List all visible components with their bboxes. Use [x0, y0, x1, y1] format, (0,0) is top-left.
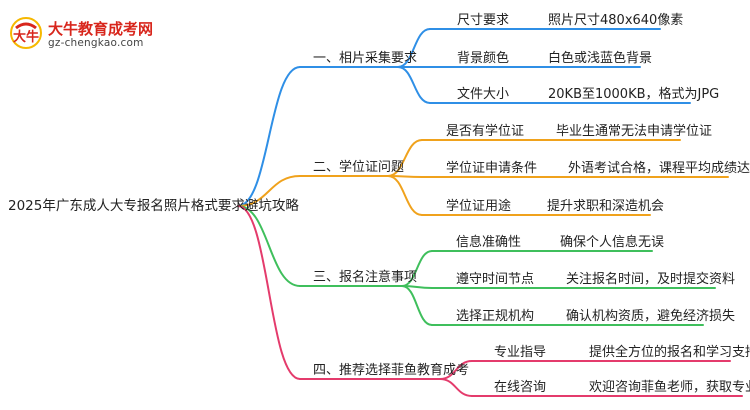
root-branch-connector — [237, 66, 301, 207]
branch-title-4: 四、推荐选择菲鱼教育成考 — [313, 363, 470, 378]
leaf-value: 20KB至1000KB，格式为JPG — [548, 87, 720, 102]
leaf-label: 在线咨询 — [494, 380, 547, 395]
leaf-connector — [397, 66, 431, 104]
leaf-label: 文件大小 — [457, 87, 510, 102]
leaf-connector — [401, 250, 433, 287]
branch-title-1: 一、相片采集要求 — [313, 51, 418, 66]
bull-logo-icon: 大牛 — [10, 17, 42, 49]
leaf-label: 选择正规机构 — [456, 309, 535, 324]
logo-url: gz-chengkao.com — [48, 37, 144, 49]
leaf-connector — [401, 285, 433, 326]
leaf-label: 学位证申请条件 — [446, 161, 538, 176]
leaf-connector — [387, 139, 423, 177]
leaf-label: 专业指导 — [494, 345, 547, 360]
root-branch-connector — [237, 205, 301, 287]
leaf-value: 外语考试合格，课程平均成绩达标 — [568, 161, 750, 176]
leaf-value: 确保个人信息无误 — [560, 235, 665, 250]
leaf-value: 关注报名时间，及时提交资料 — [566, 272, 736, 287]
branch-title-3: 三、报名注意事项 — [313, 270, 418, 285]
branch-title-2: 二、学位证问题 — [313, 160, 405, 175]
leaf-label: 是否有学位证 — [446, 124, 525, 139]
leaf-value: 提升求职和深造机会 — [547, 199, 665, 214]
leaf-connector — [387, 175, 423, 216]
leaf-label: 学位证用途 — [446, 199, 512, 214]
root-branch-connector — [237, 205, 301, 380]
leaf-label: 尺寸要求 — [457, 13, 510, 28]
leaf-label: 背景颜色 — [457, 51, 510, 66]
leaf-value: 照片尺寸480x640像素 — [548, 13, 684, 28]
root-branch-connector — [237, 175, 301, 207]
leaf-value: 确认机构资质，避免经济损失 — [566, 309, 736, 324]
root-node: 2025年广东成人大专报名照片格式要求避坑攻略 — [8, 198, 299, 214]
leaf-connector — [439, 378, 473, 397]
logo-title: 大牛教育成考网 — [48, 20, 154, 38]
leaf-value: 白色或浅蓝色背景 — [548, 51, 653, 66]
leaf-label: 信息准确性 — [456, 235, 522, 250]
leaf-label: 遵守时间节点 — [456, 272, 535, 287]
leaf-connector — [397, 28, 431, 68]
site-logo[interactable]: 大牛 大牛教育成考网 gz-chengkao.com — [8, 12, 158, 52]
svg-text:大牛: 大牛 — [13, 29, 39, 45]
leaf-value: 提供全方位的报名和学习支持 — [589, 345, 750, 360]
leaf-value: 欢迎咨询菲鱼老师，获取专业建议 — [589, 380, 750, 395]
leaf-value: 毕业生通常无法申请学位证 — [556, 124, 713, 139]
